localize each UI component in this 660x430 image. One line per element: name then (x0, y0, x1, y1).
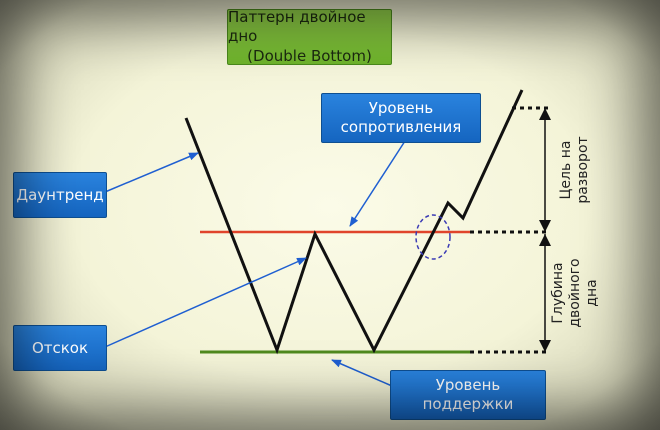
depth-side-label-line-3: дна (583, 279, 600, 307)
resistance-label-line-2: сопротивления (340, 118, 462, 136)
resistance-label-line-1: Уровень (368, 99, 434, 118)
depth-side-label: Глубина двойного дна (550, 238, 606, 348)
breakout-circle (415, 214, 451, 260)
support-label-line-1: Уровень (435, 376, 501, 395)
downtrend-label: Даунтренд (16, 185, 104, 204)
rebound-label: Отскок (31, 338, 89, 357)
title-line-2: (Double Bottom) (247, 46, 372, 65)
depth-side-label-line-1: Глубина (550, 262, 566, 324)
title-line-1: Паттерн двойное дно (228, 7, 366, 46)
resistance-label-box: Уровень сопротивления (321, 93, 481, 143)
title-box: Паттерн двойное дно (Double Bottom) (227, 7, 392, 65)
target-side-label-line-1: Цель на (558, 140, 574, 200)
depth-measure-arrow-bottom (539, 340, 551, 352)
rebound-arrow (104, 257, 307, 348)
resistance-arrow (349, 140, 406, 227)
target-measure-arrow-top (539, 108, 551, 120)
depth-side-label-line-2: двойного (566, 258, 583, 328)
price-path (184, 89, 524, 355)
target-side-label-line-2: разворот (574, 136, 591, 204)
target-side-label: Цель на разворот (558, 120, 598, 220)
target-measure-arrow-bottom (539, 220, 551, 232)
support-label-line-2: поддержки (422, 395, 514, 413)
depth-measure-arrow-top (539, 234, 551, 246)
downtrend-label-box: Даунтренд (13, 172, 107, 218)
rebound-label-box: Отскок (13, 325, 107, 371)
support-arrow (331, 359, 393, 387)
support-label-box: Уровень поддержки (390, 370, 546, 420)
downtrend-arrow (104, 152, 199, 193)
